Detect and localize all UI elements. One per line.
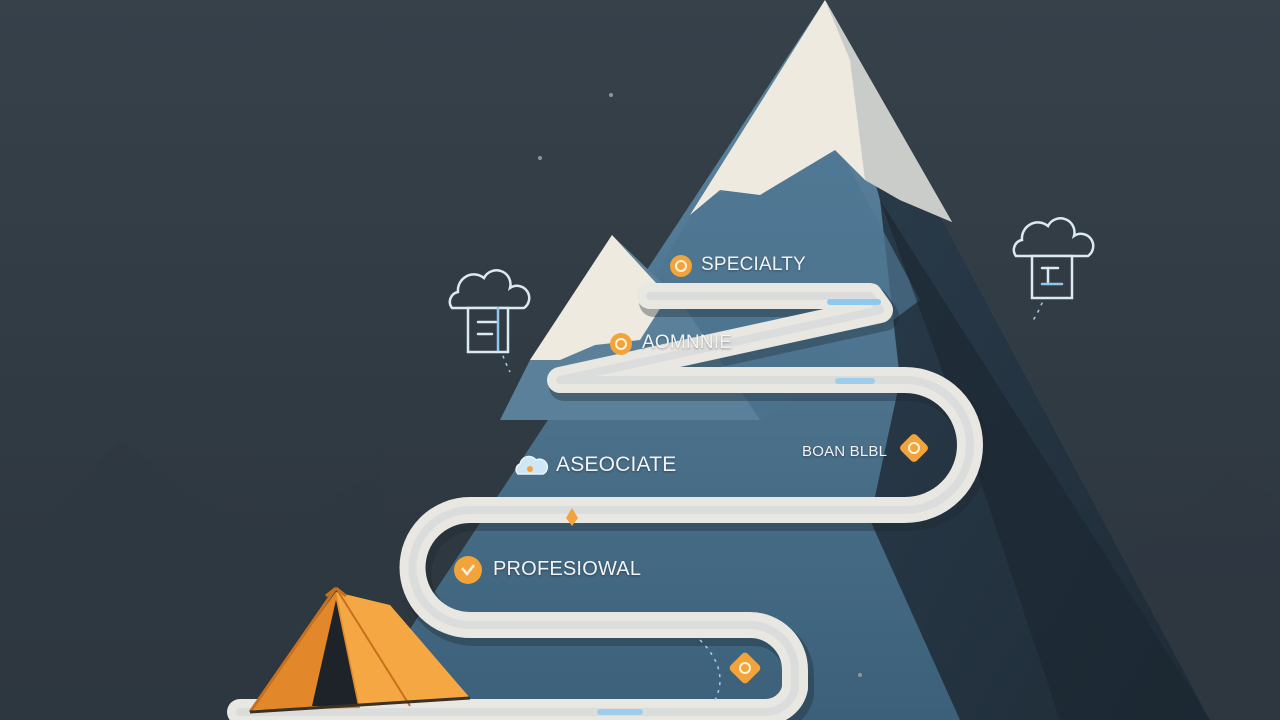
badge-icon xyxy=(900,434,928,462)
marker-icon xyxy=(566,508,578,526)
tent-icon xyxy=(248,586,471,714)
cloud-document-icon xyxy=(1012,217,1095,300)
level-label-specialty: SPECIALTY xyxy=(701,254,806,275)
badge-icon xyxy=(610,333,632,355)
winding-path xyxy=(227,283,989,720)
star-dots xyxy=(538,93,862,677)
badge-icon xyxy=(454,556,482,584)
level-label-professional: PROFESIOWAL xyxy=(493,558,642,580)
cloud-document-icon xyxy=(448,269,531,354)
badge-icon xyxy=(670,255,692,277)
snow-cap-small xyxy=(530,235,668,360)
cloud-network-icon xyxy=(515,455,549,475)
level-label-side-badge: BOAN BLBL xyxy=(802,443,888,460)
level-label-associate: ASEOCIATE xyxy=(556,453,677,476)
badge-icon xyxy=(729,652,761,684)
level-label-advanced: AOMNNIE xyxy=(642,332,733,353)
